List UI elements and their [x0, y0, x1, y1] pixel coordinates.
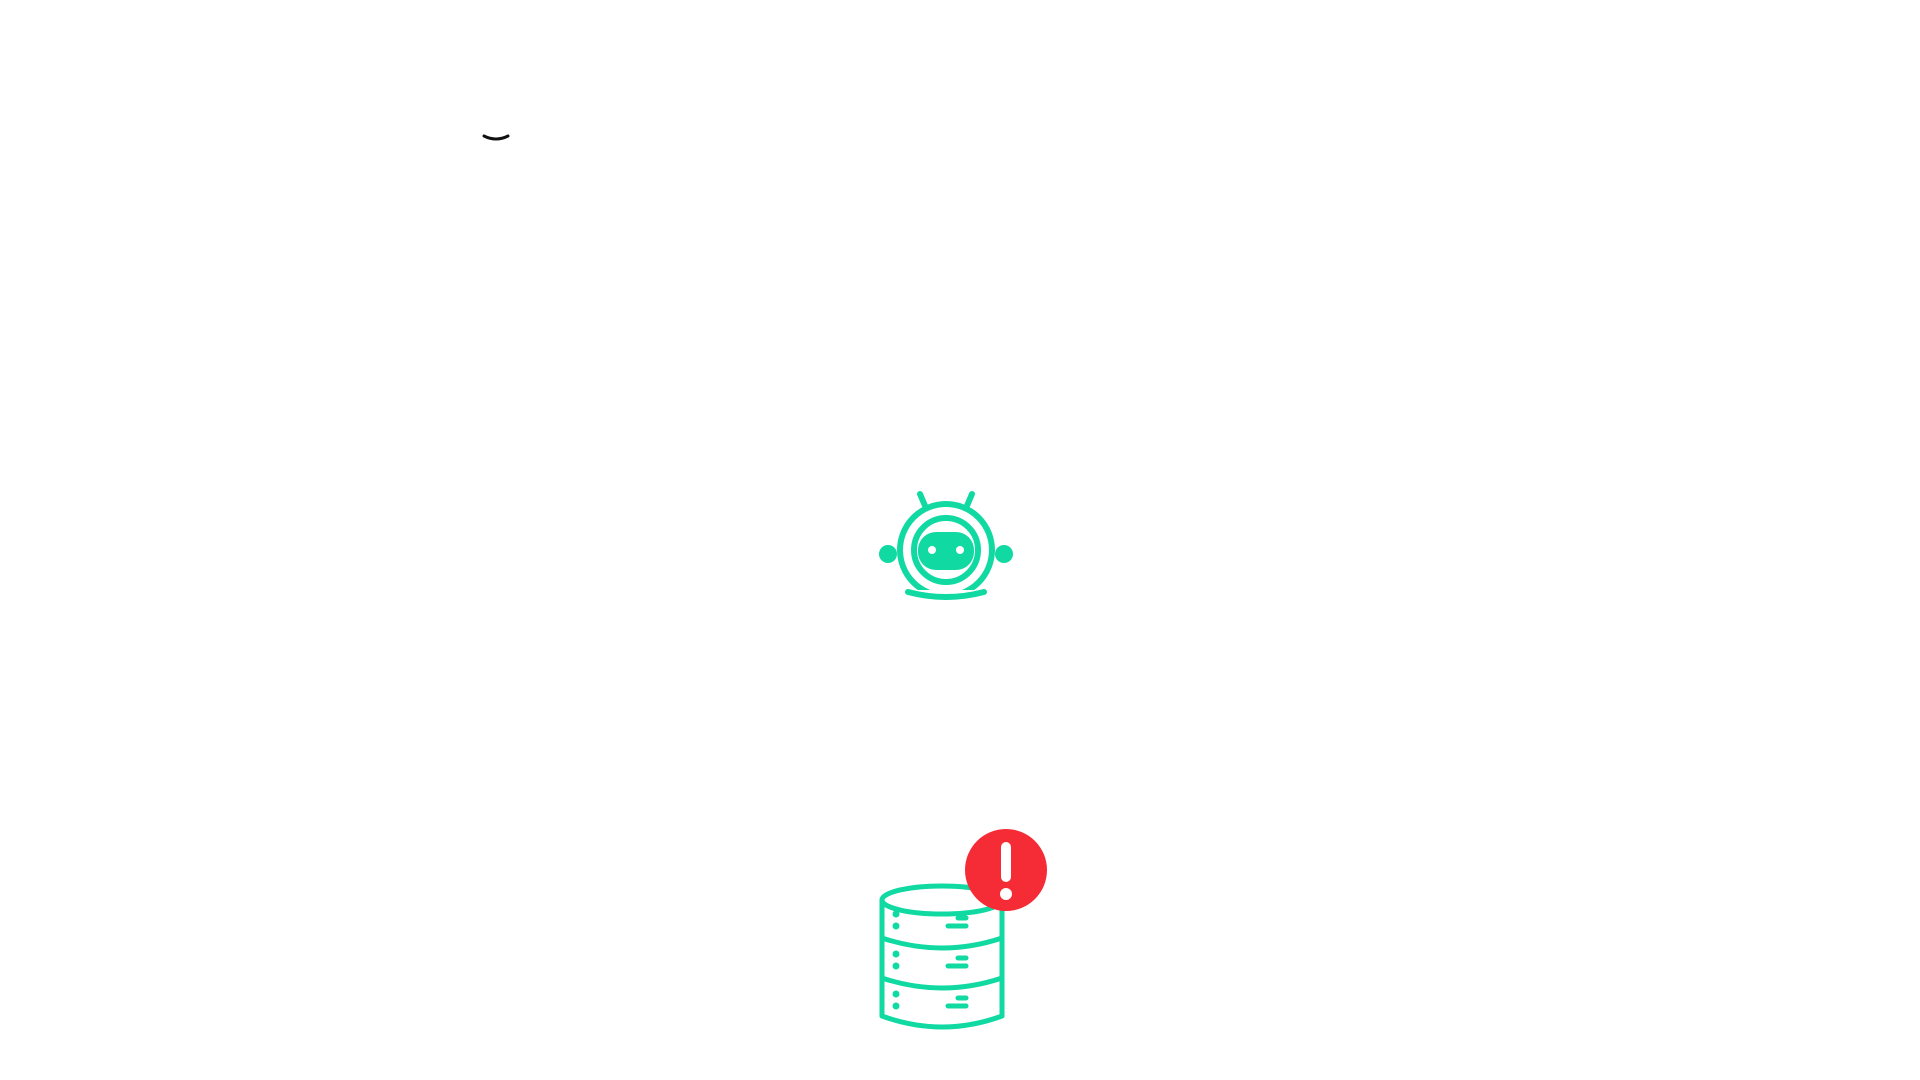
- alert-badge-icon: [965, 829, 1047, 911]
- database-icon: [879, 829, 1047, 1030]
- robot-icon: [879, 491, 1013, 600]
- dash-mark: [482, 134, 510, 141]
